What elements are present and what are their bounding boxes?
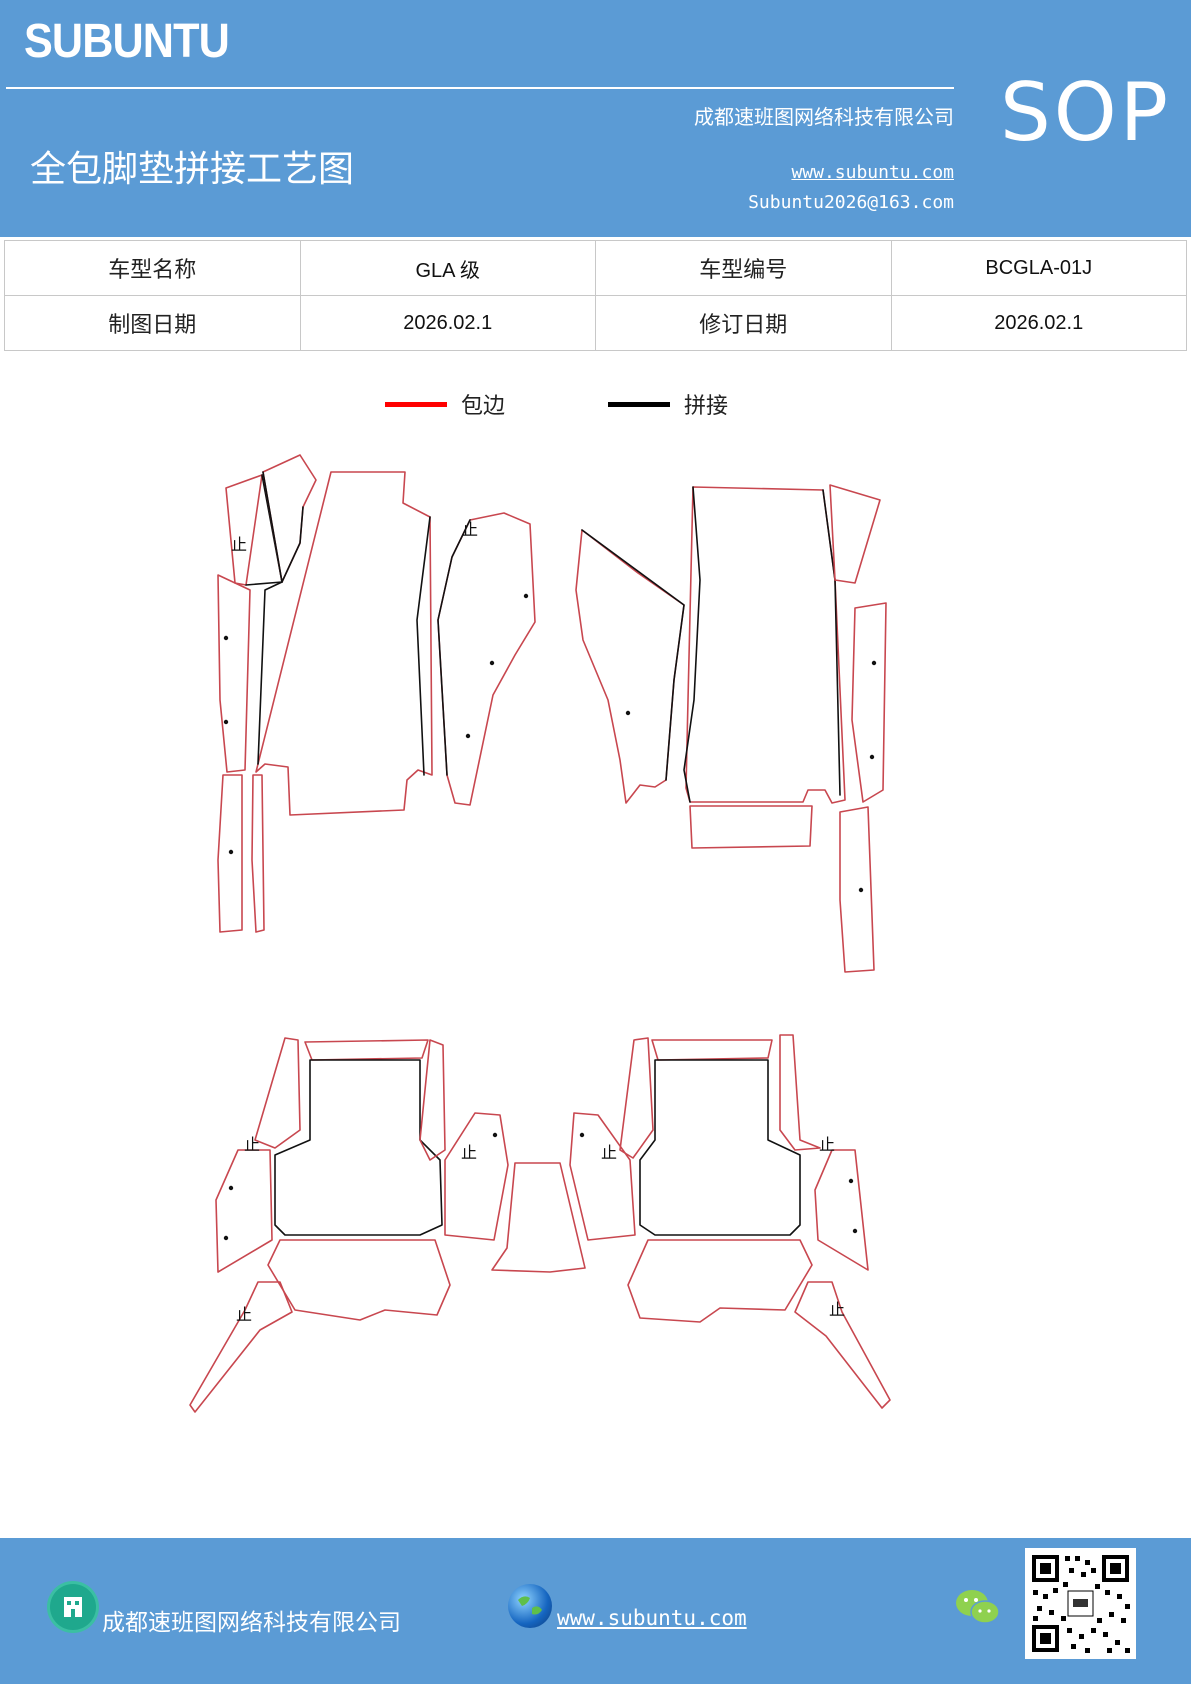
mat-piece [829, 484, 881, 584]
model-name-value: GLA 级 [299, 240, 596, 296]
rear-left-mat-group [189, 1037, 586, 1413]
stop-marks: 止 止 止 止 止 止 止 止 [231, 520, 845, 1324]
revise-date-label: 修订日期 [595, 295, 892, 351]
vehicle-info-table: 车型名称 GLA 级 车型编号 BCGLA-01J 制图日期 2026.02.1… [4, 240, 1187, 351]
footer-company-name: 成都速班图网络科技有限公司 [102, 1610, 401, 1636]
draw-date-value: 2026.02.1 [299, 295, 596, 351]
mat-piece [251, 774, 265, 933]
stop-mark: 止 [461, 1143, 477, 1162]
page-footer: 成都速班图网络科技有限公司 www.subuntu.com [0, 1538, 1191, 1684]
mat-piece [689, 805, 813, 849]
mat-piece [304, 1039, 429, 1061]
mat-piece [255, 471, 433, 816]
seam-line [416, 516, 431, 776]
page-title: 全包脚垫拼接工艺图 [30, 149, 355, 190]
model-name-label: 车型名称 [4, 240, 301, 296]
seam-line [437, 519, 471, 776]
stop-mark: 止 [462, 520, 478, 539]
company-name: 成都速班图网络科技有限公司 [694, 105, 954, 129]
revise-date-value: 2026.02.1 [890, 295, 1187, 351]
mat-piece [651, 1039, 773, 1061]
stop-mark: 止 [601, 1143, 617, 1162]
building-icon [50, 1584, 96, 1630]
edging-swatch [385, 401, 447, 407]
mat-piece [851, 602, 887, 803]
mat-piece [225, 474, 263, 586]
stop-mark: 止 [231, 535, 247, 554]
mat-piece [254, 1037, 301, 1149]
mat-piece [814, 1149, 869, 1271]
mat-piece [274, 1059, 443, 1236]
qr-code[interactable] [1025, 1548, 1136, 1659]
website-link[interactable]: www.subuntu.com [791, 162, 954, 183]
sop-badge: SOP [1000, 66, 1171, 159]
email-address: Subuntu2026@163.com [748, 192, 954, 213]
mat-piece [217, 574, 251, 773]
mat-piece [685, 486, 846, 804]
splice-swatch [608, 401, 670, 407]
mat-piece [627, 1239, 813, 1323]
brand-logo: SUBUNTU [24, 15, 230, 68]
wechat-icon [955, 1588, 1001, 1628]
mat-piece [794, 1281, 891, 1409]
model-code-value: BCGLA-01J [890, 240, 1187, 296]
mounting-holes [223, 593, 877, 1241]
edging-label: 包边 [461, 394, 506, 419]
mat-piece [839, 806, 875, 973]
seam-line [257, 506, 304, 765]
mat-piece [215, 1149, 273, 1273]
mat-piece [267, 1239, 451, 1321]
seam-line [683, 486, 701, 803]
mat-piece [189, 1281, 293, 1413]
stop-mark: 止 [829, 1300, 845, 1319]
splice-label: 拼接 [684, 394, 729, 419]
front-left-mat-group [217, 454, 536, 933]
globe-icon [508, 1584, 552, 1628]
front-right-mat-group [575, 484, 887, 973]
mat-piece [639, 1059, 801, 1236]
table-row: 制图日期 2026.02.1 修订日期 2026.02.1 [4, 295, 1187, 351]
mat-piece [419, 1039, 446, 1161]
model-code-label: 车型编号 [595, 240, 892, 296]
mat-piece [444, 1112, 509, 1241]
legend-splice: 拼接 [608, 388, 728, 420]
stop-mark: 止 [244, 1135, 260, 1154]
draw-date-label: 制图日期 [4, 295, 301, 351]
seam-line [262, 471, 283, 583]
rear-right-mat-group [569, 1034, 891, 1409]
stop-mark: 止 [236, 1305, 252, 1324]
table-row: 车型名称 GLA 级 车型编号 BCGLA-01J [4, 240, 1187, 296]
mat-piece [779, 1034, 821, 1151]
legend-edging: 包边 [385, 388, 505, 420]
mat-piece [619, 1037, 654, 1159]
footer-website-link[interactable]: www.subuntu.com [557, 1606, 747, 1630]
stop-mark: 止 [819, 1135, 835, 1154]
seam-line [245, 474, 283, 586]
mat-piece [217, 774, 243, 933]
seam-line [581, 529, 685, 781]
mat-piece [569, 1112, 636, 1241]
header-divider [6, 87, 954, 89]
mat-piece [491, 1162, 586, 1273]
page-header: SUBUNTU 成都速班图网络科技有限公司 全包脚垫拼接工艺图 www.subu… [0, 0, 1191, 237]
